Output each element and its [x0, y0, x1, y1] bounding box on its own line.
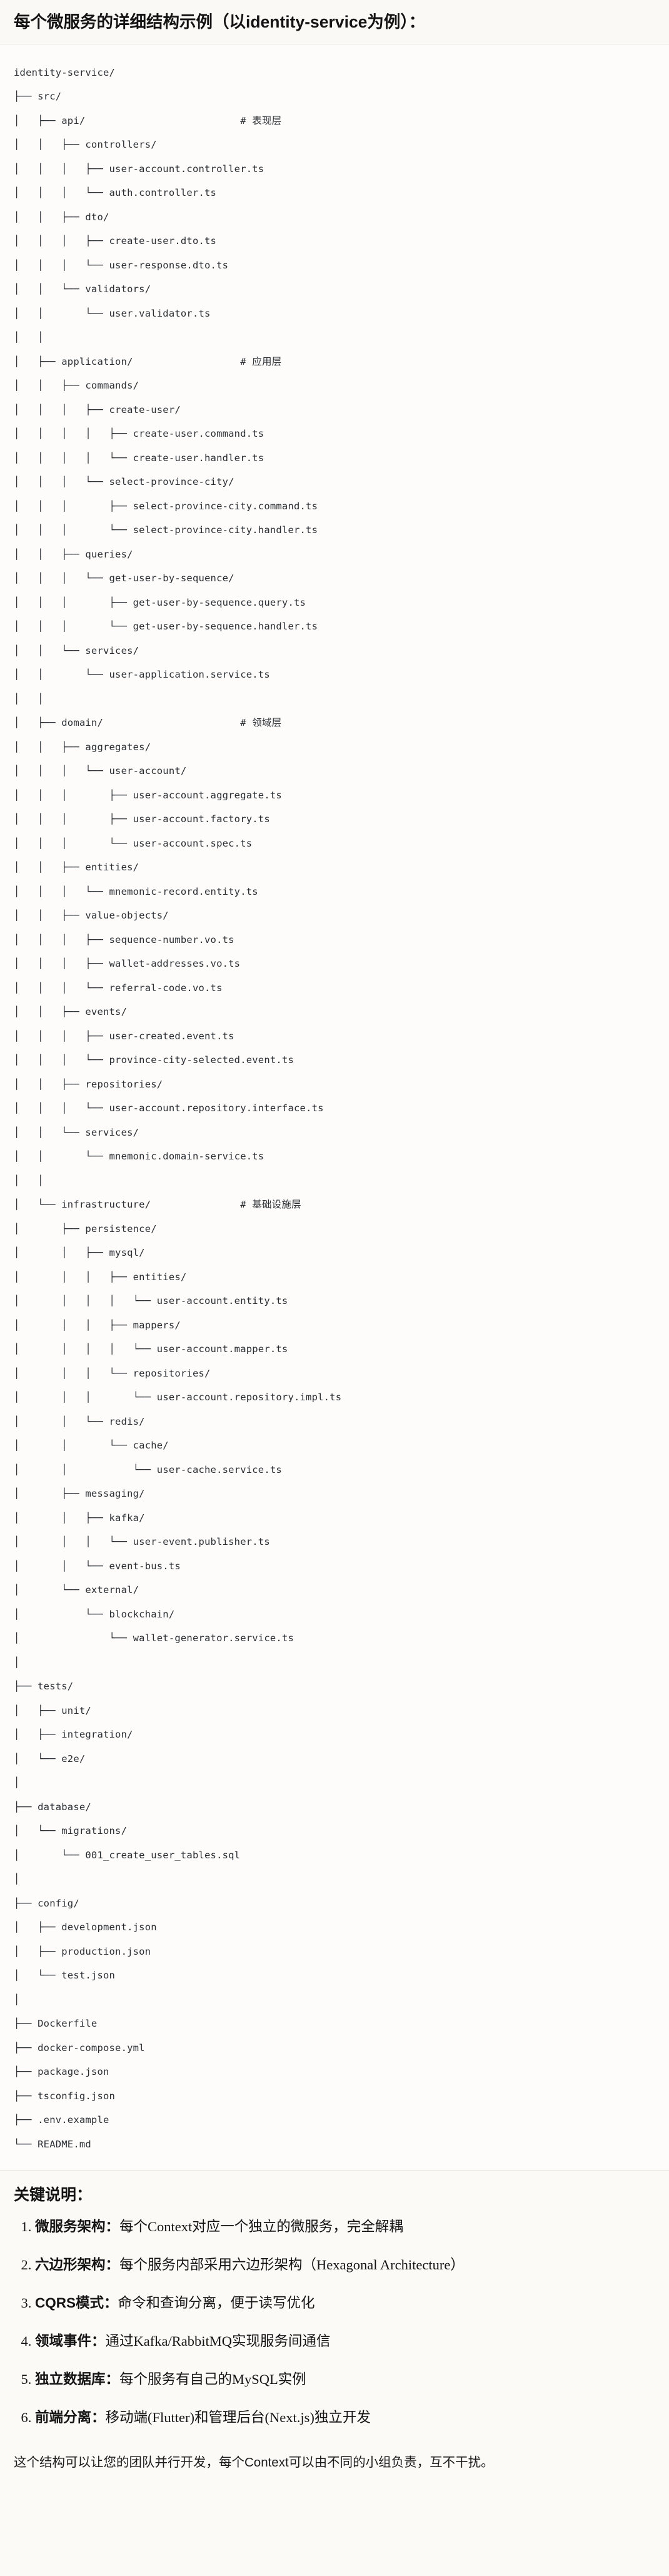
key-point-term: 六边形架构 [35, 2257, 106, 2273]
list-item: 微服务架构：每个Context对应一个独立的微服务，完全解耦 [35, 2216, 655, 2238]
key-point-description: 每个服务有自己的MySQL实例 [119, 2371, 306, 2387]
key-point-separator: ： [105, 2257, 120, 2273]
directory-tree-block: identity-service/ ├── src/ │ ├── api/ # … [0, 44, 669, 2171]
key-points-list: 微服务架构：每个Context对应一个独立的微服务，完全解耦 六边形架构：每个服… [14, 2216, 655, 2428]
closing-note-section: 这个结构可以让您的团队并行开发，每个Context可以由不同的小组负责，互不干扰… [0, 2448, 669, 2490]
key-point-description: 命令和查询分离，便于读写优化 [118, 2295, 315, 2311]
key-point-term: 领域事件 [35, 2333, 92, 2349]
list-item: 领域事件：通过Kafka/RabbitMQ实现服务间通信 [35, 2331, 655, 2353]
list-item: 前端分离：移动端(Flutter)和管理后台(Next.js)独立开发 [35, 2407, 655, 2429]
key-points-heading: 关键说明： [14, 2186, 93, 2204]
key-point-separator: ： [104, 2295, 118, 2311]
list-item: 独立数据库：每个服务有自己的MySQL实例 [35, 2369, 655, 2391]
key-point-description: 通过Kafka/RabbitMQ实现服务间通信 [105, 2333, 331, 2349]
list-item: CQRS模式：命令和查询分离，便于读写优化 [35, 2293, 655, 2314]
key-point-separator: ： [91, 2409, 106, 2425]
key-point-separator: ： [105, 2371, 120, 2387]
key-point-term: 独立数据库 [35, 2371, 106, 2387]
key-points-section: 关键说明： 微服务架构：每个Context对应一个独立的微服务，完全解耦 六边形… [0, 2170, 669, 2449]
closing-note: 这个结构可以让您的团队并行开发，每个Context可以由不同的小组负责，互不干扰… [14, 2455, 494, 2470]
key-point-description: 每个服务内部采用六边形架构（Hexagonal Architecture） [119, 2257, 465, 2273]
key-point-term: CQRS模式 [35, 2295, 104, 2311]
key-point-term: 微服务架构 [35, 2219, 106, 2235]
document-header: 每个微服务的详细结构示例（以identity-service为例）： [0, 0, 669, 44]
key-point-separator: ： [91, 2333, 106, 2349]
page-title: 每个微服务的详细结构示例（以identity-service为例）： [14, 13, 426, 31]
key-point-separator: ： [105, 2219, 120, 2235]
key-point-term: 前端分离 [35, 2409, 92, 2425]
key-point-description: 每个Context对应一个独立的微服务，完全解耦 [119, 2219, 403, 2235]
key-point-description: 移动端(Flutter)和管理后台(Next.js)独立开发 [105, 2409, 371, 2425]
list-item: 六边形架构：每个服务内部采用六边形架构（Hexagonal Architectu… [35, 2254, 655, 2276]
directory-tree: identity-service/ ├── src/ │ ├── api/ # … [14, 66, 342, 2150]
